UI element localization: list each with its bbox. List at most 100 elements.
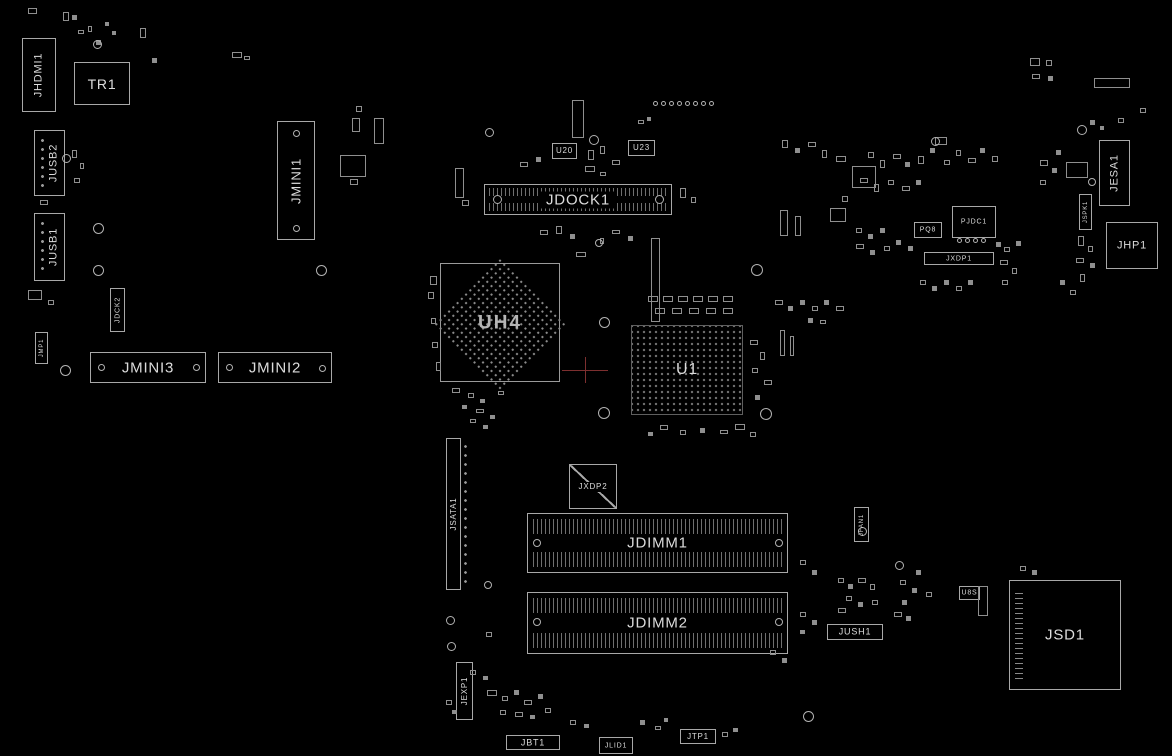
smd-component (860, 178, 868, 183)
smd-component (868, 234, 873, 239)
smd-component (105, 22, 109, 26)
smd-component (760, 352, 765, 360)
smd-component (1066, 162, 1088, 178)
component-label: TR1 (87, 75, 117, 92)
smd-component (830, 208, 846, 222)
component-label: JSPK1 (1082, 200, 1089, 224)
mounting-hole (668, 100, 674, 106)
smd-component (483, 676, 488, 680)
smd-component (782, 658, 787, 663)
smd-component (750, 340, 758, 345)
smd-component (902, 600, 907, 605)
smd-component (476, 409, 484, 413)
smd-component (470, 670, 476, 675)
smd-component (868, 152, 874, 158)
smd-component (1030, 58, 1040, 66)
smd-component (678, 296, 688, 302)
smd-component (838, 608, 846, 613)
smd-component (1040, 160, 1048, 166)
smd-component (800, 560, 806, 565)
smd-component (874, 184, 879, 192)
smd-component (755, 395, 760, 400)
component-uh4: UH4 (431, 256, 569, 394)
mounting-hole (192, 363, 200, 371)
smd-component (556, 226, 562, 234)
component-label: JXDP1 (946, 255, 972, 262)
mounting-hole (972, 237, 978, 243)
smd-component (680, 188, 686, 198)
smd-component (538, 694, 543, 699)
smd-component (452, 710, 457, 714)
component-pq8: PQ8 (914, 222, 942, 238)
smd-component (980, 148, 985, 153)
smd-component (824, 300, 829, 305)
smd-component (795, 216, 801, 236)
smd-component (812, 306, 818, 311)
smd-component (870, 584, 875, 590)
smd-component (780, 330, 785, 356)
component-label: JDIMM1 (621, 534, 694, 552)
component-label: JMINI1 (288, 157, 304, 204)
smd-component (1090, 263, 1095, 268)
smd-component (80, 163, 84, 169)
component-label: JDCK2 (114, 296, 121, 324)
smd-component (750, 432, 756, 437)
smd-component (870, 250, 875, 255)
mounting-hole (533, 618, 541, 626)
smd-component (570, 234, 575, 239)
smd-component (655, 308, 665, 314)
smd-component (432, 342, 438, 348)
smd-component (905, 162, 910, 167)
smd-component (808, 142, 816, 147)
component-jspk1: JSPK1 (1079, 194, 1092, 230)
smd-component (486, 632, 492, 637)
smd-component (1056, 150, 1061, 155)
smd-component (647, 117, 651, 121)
smd-component (708, 296, 718, 302)
smd-component (462, 405, 467, 409)
smd-component (808, 318, 813, 323)
mounting-hole (857, 526, 867, 536)
mounting-hole (598, 316, 610, 328)
smd-component (902, 186, 910, 191)
component-label: U20 (555, 146, 574, 155)
smd-component (570, 720, 576, 725)
mounting-hole (684, 100, 690, 106)
mounting-hole (956, 237, 962, 243)
smd-component (1060, 280, 1065, 285)
smd-component (733, 728, 738, 732)
mounting-hole (225, 363, 233, 371)
smd-component (1140, 108, 1146, 113)
mounting-hole (92, 39, 102, 49)
smd-component (838, 578, 844, 583)
component-jlid1: JLID1 (599, 737, 633, 754)
component-label: U1 (675, 361, 699, 378)
smd-component (74, 178, 80, 183)
smd-component (28, 8, 37, 14)
component-jbt1: JBT1 (506, 735, 560, 750)
component-pjdc1: PJDC1 (952, 206, 996, 238)
smd-component (1032, 570, 1037, 575)
mounting-hole (92, 222, 104, 234)
smd-component (795, 148, 800, 153)
mounting-hole (595, 239, 603, 247)
component-jmini1: JMINI1 (277, 121, 315, 240)
smd-component (944, 160, 950, 165)
mounting-hole (654, 194, 664, 204)
component-label: JDOCK1 (541, 191, 615, 208)
smd-component (600, 146, 605, 154)
smd-component (968, 158, 976, 163)
component-label: JDIMM2 (621, 614, 694, 632)
smd-component (1070, 290, 1076, 295)
smd-component (932, 286, 937, 291)
smd-component (800, 612, 806, 617)
smd-component (788, 306, 793, 311)
smd-component (628, 236, 633, 241)
smd-component (470, 419, 476, 423)
component-label: JEXP1 (459, 676, 469, 706)
smd-component (487, 690, 497, 696)
component-u20: U20 (552, 143, 577, 159)
mounting-hole (315, 264, 327, 276)
smd-component (706, 308, 716, 314)
smd-component (693, 296, 703, 302)
